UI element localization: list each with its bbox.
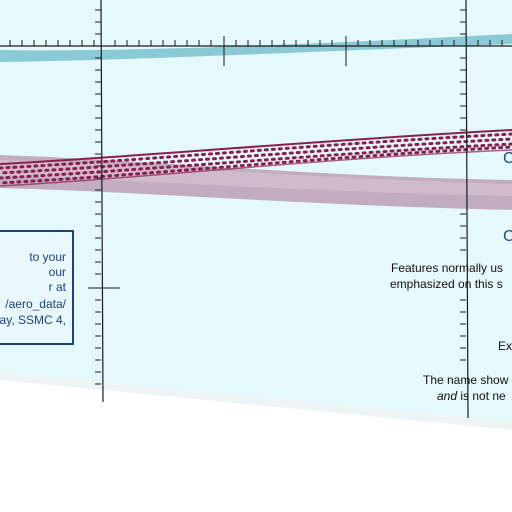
chart-sheet: [0, 0, 512, 422]
right-vertical-tick-marks: [460, 9, 466, 361]
teal-airway-band: [0, 34, 512, 62]
graticule-vertical-line-left: [100, 0, 104, 403]
name-note-line-1: The name show: [423, 373, 509, 387]
callout-line-2: our: [48, 265, 66, 279]
callout-line-5: ay, SSMC 4,: [0, 313, 66, 327]
route-band-outline-bottom: [0, 149, 512, 187]
callout-line-4: /aero_data/: [5, 297, 66, 311]
callout-line-1: to your: [29, 250, 66, 264]
left-vertical-tick-marks: [88, 9, 120, 385]
features-note-line-2: emphasized on this s: [390, 277, 503, 291]
sheet-shadow: [0, 372, 512, 430]
callout-line-3: r at: [48, 280, 66, 294]
route-band-outline-top: [0, 129, 512, 165]
ex-note: Ex: [498, 339, 512, 353]
name-note-emphasis: and: [437, 389, 458, 403]
features-note-line-1: Features normally us: [391, 261, 504, 275]
chart-label-c-lower: C: [503, 228, 512, 245]
graticule-vertical-line-right: [465, 0, 469, 419]
chart-label-c-upper: C: [503, 150, 512, 167]
dotted-route-band: [0, 132, 512, 185]
contact-info-callout: to your our r at /aero_data/ ay, SSMC 4,: [0, 230, 74, 345]
name-note-line-2: and is not ne: [437, 389, 506, 403]
horizontal-tick-marks: [9, 36, 503, 66]
